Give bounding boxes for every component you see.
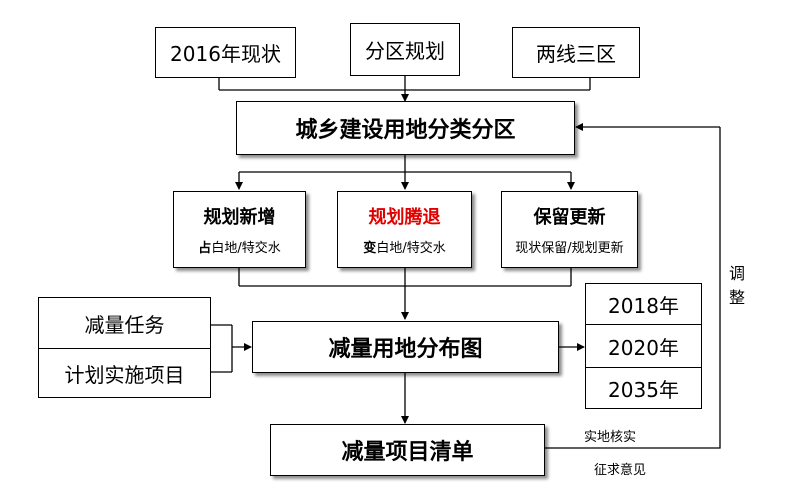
input-box-district-plan: 分区规划 [350, 23, 460, 76]
distribution-label: 减量用地分布图 [328, 337, 483, 362]
year-label: 2018年 [608, 293, 679, 318]
category-title: 规划腾退 [368, 207, 441, 228]
category-box-withdraw: 规划腾退 变白地/特交水 [337, 191, 472, 268]
reduction-task-box: 减量任务 [38, 297, 211, 350]
year-label: 2035年 [608, 377, 679, 402]
classification-label: 城乡建设用地分类分区 [295, 118, 516, 143]
year-box-2020: 2020年 [585, 324, 702, 368]
project-list-box: 减量项目清单 [270, 424, 545, 476]
category-desc: 占白地/特交水 [198, 237, 280, 256]
category-desc-rest: 白地/特交水 [376, 241, 446, 256]
left-input-label: 计划实施项目 [64, 362, 185, 387]
input-box-two-lines-three-zones: 两线三区 [512, 27, 640, 78]
input-label: 分区规划 [365, 39, 445, 63]
consult-note: 征求意见 [594, 463, 647, 478]
category-desc-prefix: 变 [363, 241, 377, 256]
category-desc-rest: 现状保留/规划更新 [515, 241, 624, 256]
project-list-label: 减量项目清单 [341, 440, 474, 465]
category-title: 保留更新 [533, 207, 606, 228]
category-title: 规划新增 [203, 207, 276, 228]
category-desc-rest: 白地/特交水 [211, 241, 281, 256]
input-label: 两线三区 [536, 42, 616, 66]
category-desc: 变白地/特交水 [363, 237, 445, 256]
year-box-2035: 2035年 [585, 367, 702, 409]
year-box-2018: 2018年 [585, 283, 702, 325]
input-label: 2016年现状 [170, 42, 281, 66]
verify-note: 实地核实 [584, 430, 637, 445]
category-desc-prefix: 占 [198, 241, 212, 256]
category-box-new: 规划新增 占白地/特交水 [173, 191, 306, 268]
category-desc: 现状保留/规划更新 [515, 237, 623, 256]
left-input-label: 减量任务 [84, 313, 165, 337]
classification-box: 城乡建设用地分类分区 [236, 101, 575, 155]
year-label: 2020年 [608, 335, 679, 360]
planned-projects-box: 计划实施项目 [38, 348, 211, 398]
category-box-retain: 保留更新 现状保留/规划更新 [501, 191, 638, 268]
input-box-2016-status: 2016年现状 [155, 27, 296, 78]
distribution-map-box: 减量用地分布图 [252, 321, 559, 373]
adjust-note: 调整 [729, 264, 746, 307]
